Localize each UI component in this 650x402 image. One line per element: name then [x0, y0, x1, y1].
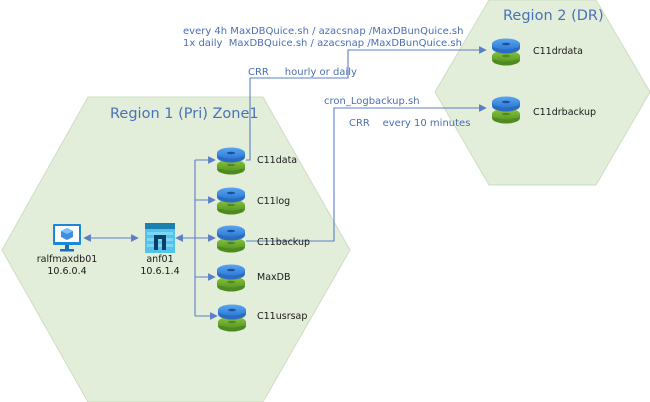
volume-label: C11backup — [257, 237, 310, 248]
volume-c11backup[interactable]: C11backup — [217, 225, 310, 253]
netapp-files-icon[interactable] — [145, 223, 175, 253]
volume-label: C11log — [257, 196, 290, 207]
anf-name: anf01 — [146, 254, 173, 265]
snapshot-schedule-4h: every 4h MaxDBQuice.sh / azacsnap /MaxDB… — [183, 26, 463, 37]
volume-c11drbackup[interactable]: C11drbackup — [492, 96, 596, 124]
vm-name: ralfmaxdb01 — [37, 254, 98, 265]
virtual-machine-icon[interactable] — [53, 224, 81, 252]
region-primary-hexagon — [1, 96, 351, 402]
volume-label: C11usrsap — [257, 311, 307, 322]
region-dr-hexagon — [434, 0, 650, 186]
volume-maxdb[interactable]: MaxDB — [217, 264, 290, 292]
volume-label: MaxDB — [257, 272, 290, 283]
volume-c11usrsap[interactable]: C11usrsap — [218, 304, 307, 332]
volume-label: C11data — [257, 155, 297, 166]
region-dr-title: Region 2 (DR) — [503, 8, 604, 24]
cron-logbackup-label: cron_Logbackup.sh — [324, 96, 420, 107]
volume-label: C11drdata — [533, 46, 583, 57]
volume-c11log[interactable]: C11log — [217, 187, 290, 215]
volume-c11data[interactable]: C11data — [217, 147, 297, 175]
crr-log-label: CRR every 10 minutes — [349, 118, 470, 129]
snapshot-schedule-daily: 1x daily MaxDBQuice.sh / azacsnap /MaxDB… — [183, 38, 462, 49]
anf-ip: 10.6.1.4 — [140, 266, 179, 277]
volume-label: C11drbackup — [533, 107, 596, 118]
volume-c11drdata[interactable]: C11drdata — [492, 38, 583, 66]
crr-data-label: CRR hourly or daily — [248, 67, 357, 78]
connector-crr-backup — [246, 104, 487, 242]
vm-ip: 10.6.0.4 — [47, 266, 86, 277]
connector-crr-data — [246, 46, 487, 161]
region-primary-title: Region 1 (Pri) Zone1 — [110, 106, 259, 122]
